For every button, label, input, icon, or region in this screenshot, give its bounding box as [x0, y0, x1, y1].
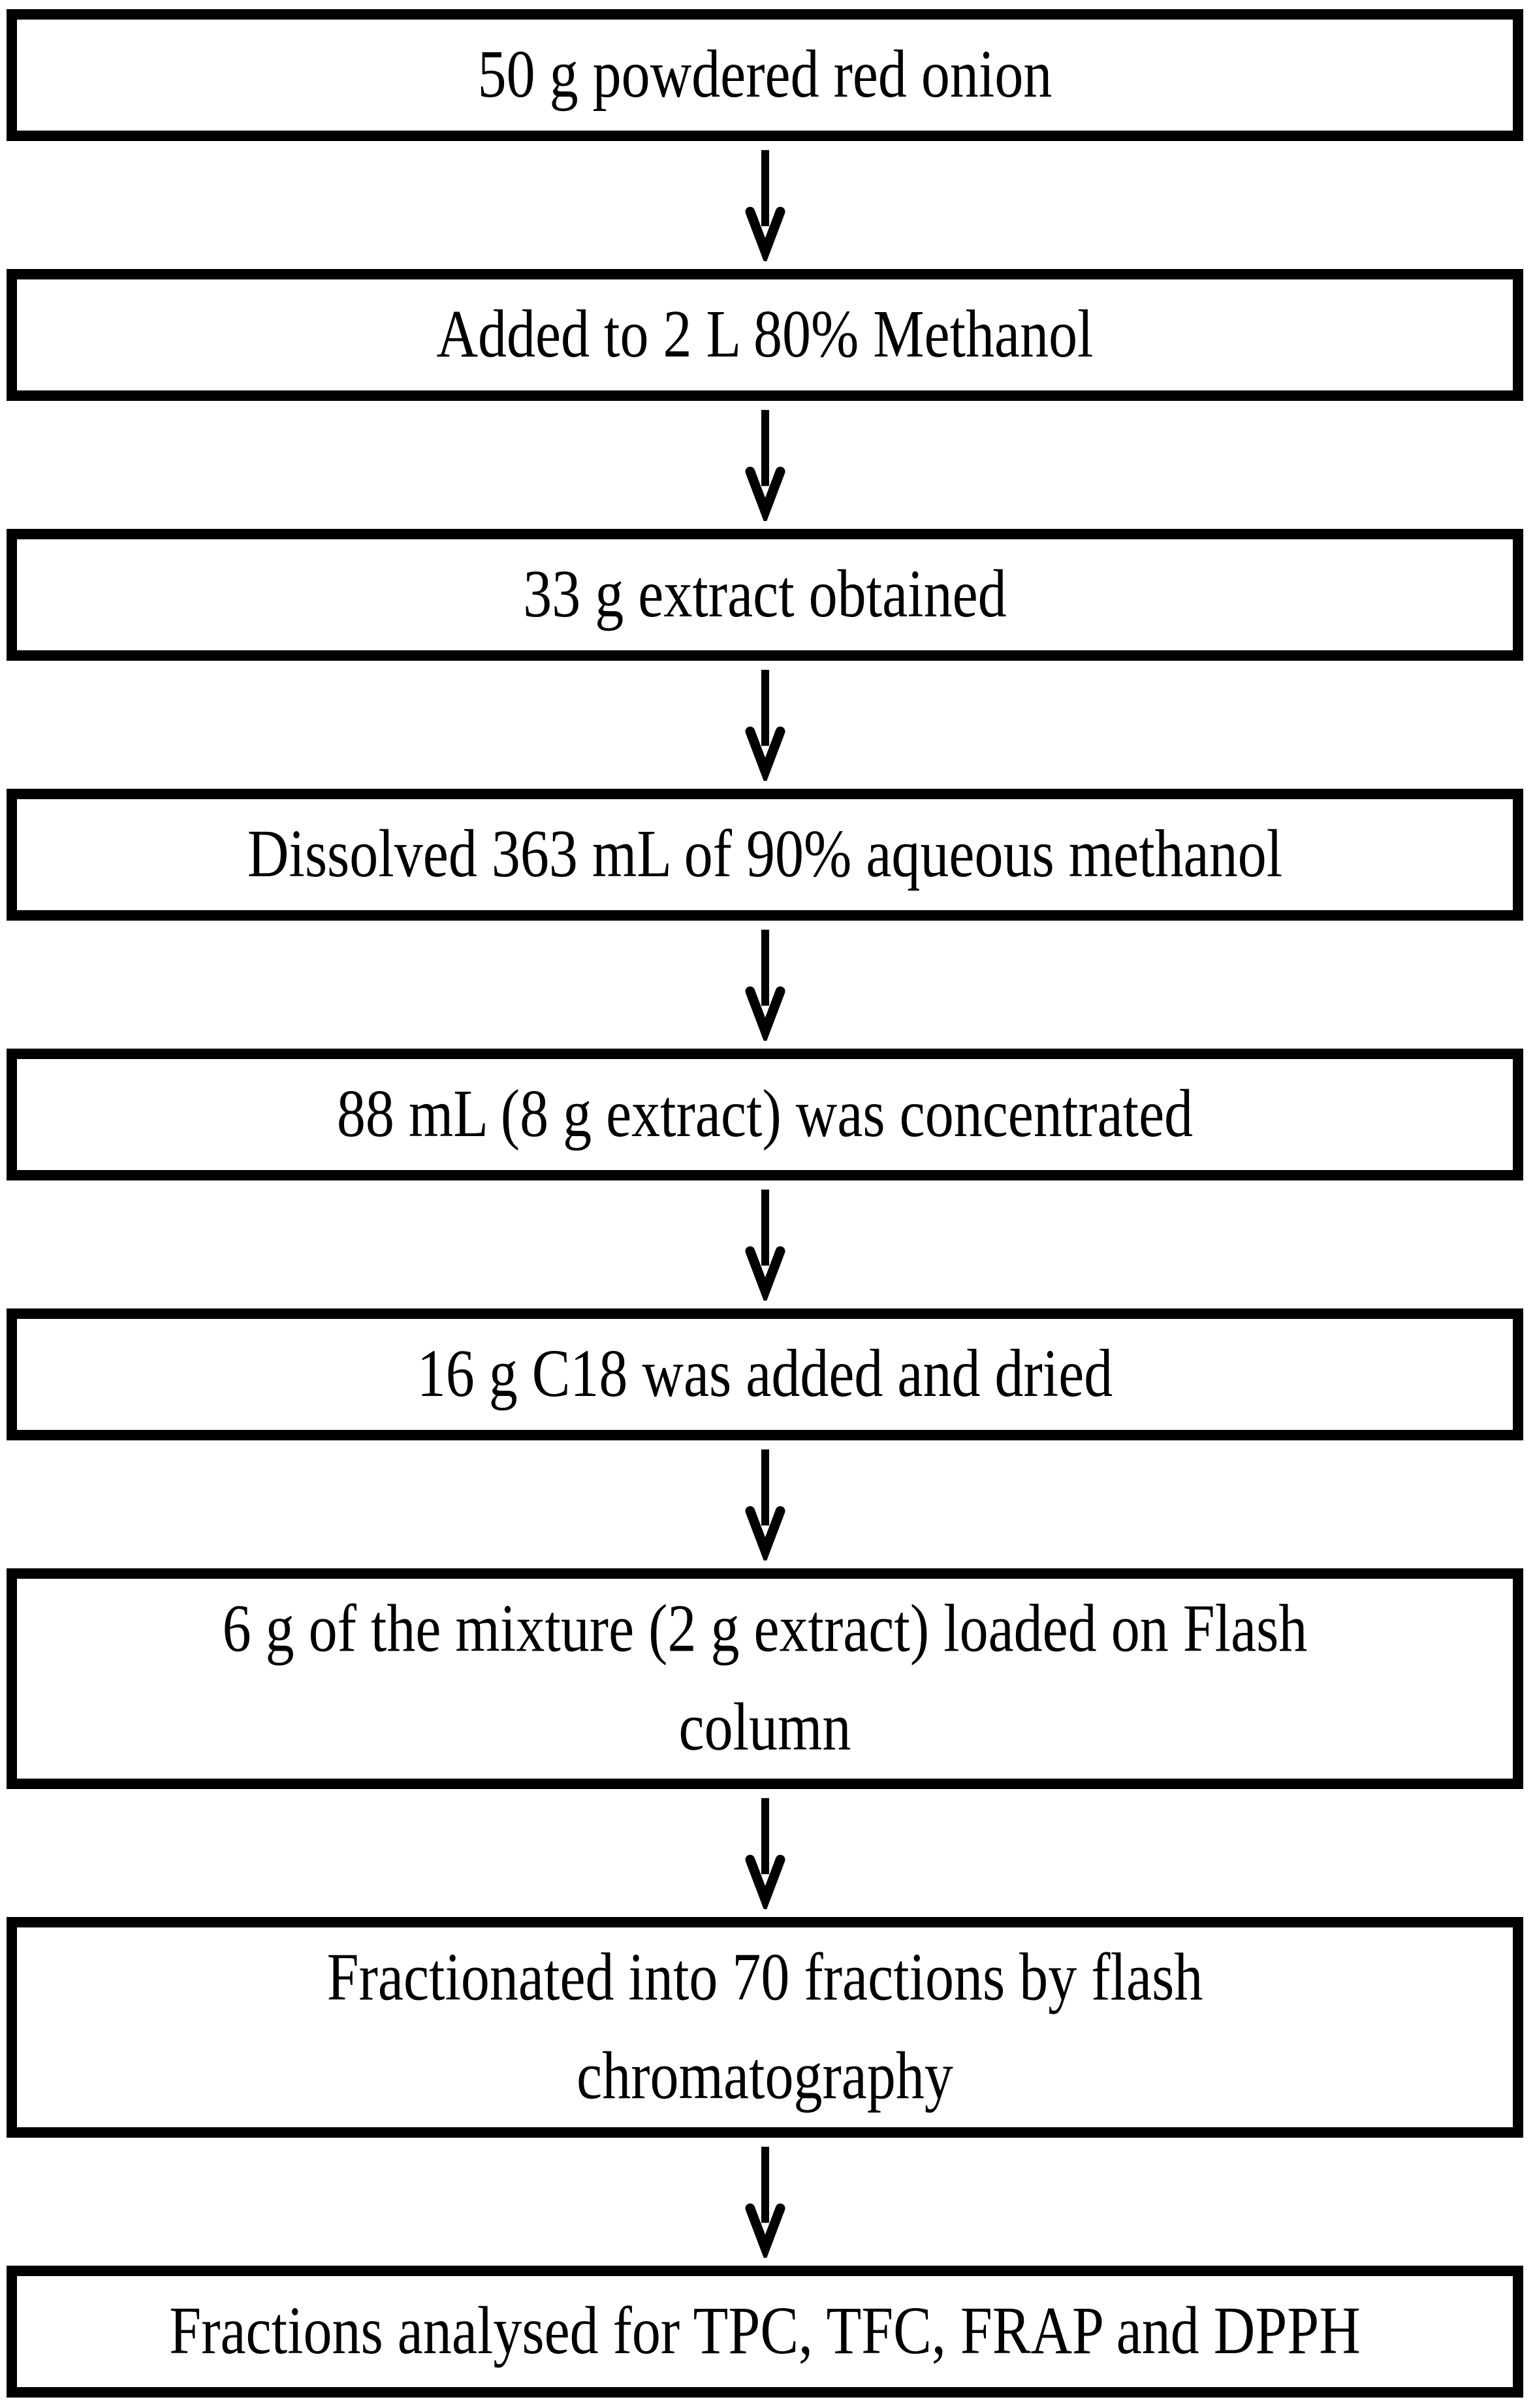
flowchart-step-6-box: 16 g C18 was added and dried: [7, 1308, 1523, 1440]
flowchart-step-7-label: 6 g of the mixture (2 g extract) loaded …: [222, 1592, 1308, 1766]
down-arrow-icon: [733, 1797, 798, 1909]
down-arrow-icon: [733, 669, 798, 781]
flowchart-step-8-box: Fractionated into 70 fractions by flash …: [7, 1917, 1523, 2138]
flowchart-step-5-box: 88 mL (8 g extract) was concentrated: [7, 1049, 1523, 1180]
flowchart-step-8-label: Fractionated into 70 fractions by flash …: [326, 1941, 1203, 2114]
flowchart-step-6-label: 16 g C18 was added and dried: [417, 1337, 1113, 1412]
flowchart-step-3-box: 33 g extract obtained: [7, 529, 1523, 661]
down-arrow-icon: [733, 928, 798, 1041]
flowchart-step-7-box: 6 g of the mixture (2 g extract) loaded …: [7, 1568, 1523, 1789]
down-arrow-icon: [733, 1448, 798, 1560]
flowchart-step-3-label: 33 g extract obtained: [523, 557, 1007, 632]
flowchart-step-4-box: Dissolved 363 mL of 90% aqueous methanol: [7, 789, 1523, 921]
flowchart-step-9-label: Fractions analysed for TPC, TFC, FRAP an…: [169, 2294, 1361, 2369]
flowchart-step-1-box: 50 g powdered red onion: [7, 9, 1523, 141]
flowchart-step-2-label: Added to 2 L 80% Methanol: [436, 297, 1094, 372]
down-arrow-icon: [733, 149, 798, 261]
flowchart-step-5-label: 88 mL (8 g extract) was concentrated: [336, 1077, 1194, 1152]
flowchart-step-4-label: Dissolved 363 mL of 90% aqueous methanol: [247, 817, 1283, 892]
flowchart-step-1-label: 50 g powdered red onion: [477, 37, 1052, 112]
down-arrow-icon: [733, 2146, 798, 2258]
flowchart-step-9-box: Fractions analysed for TPC, TFC, FRAP an…: [7, 2266, 1523, 2398]
down-arrow-icon: [733, 1188, 798, 1301]
flowchart-step-2-box: Added to 2 L 80% Methanol: [7, 269, 1523, 401]
down-arrow-icon: [733, 409, 798, 521]
